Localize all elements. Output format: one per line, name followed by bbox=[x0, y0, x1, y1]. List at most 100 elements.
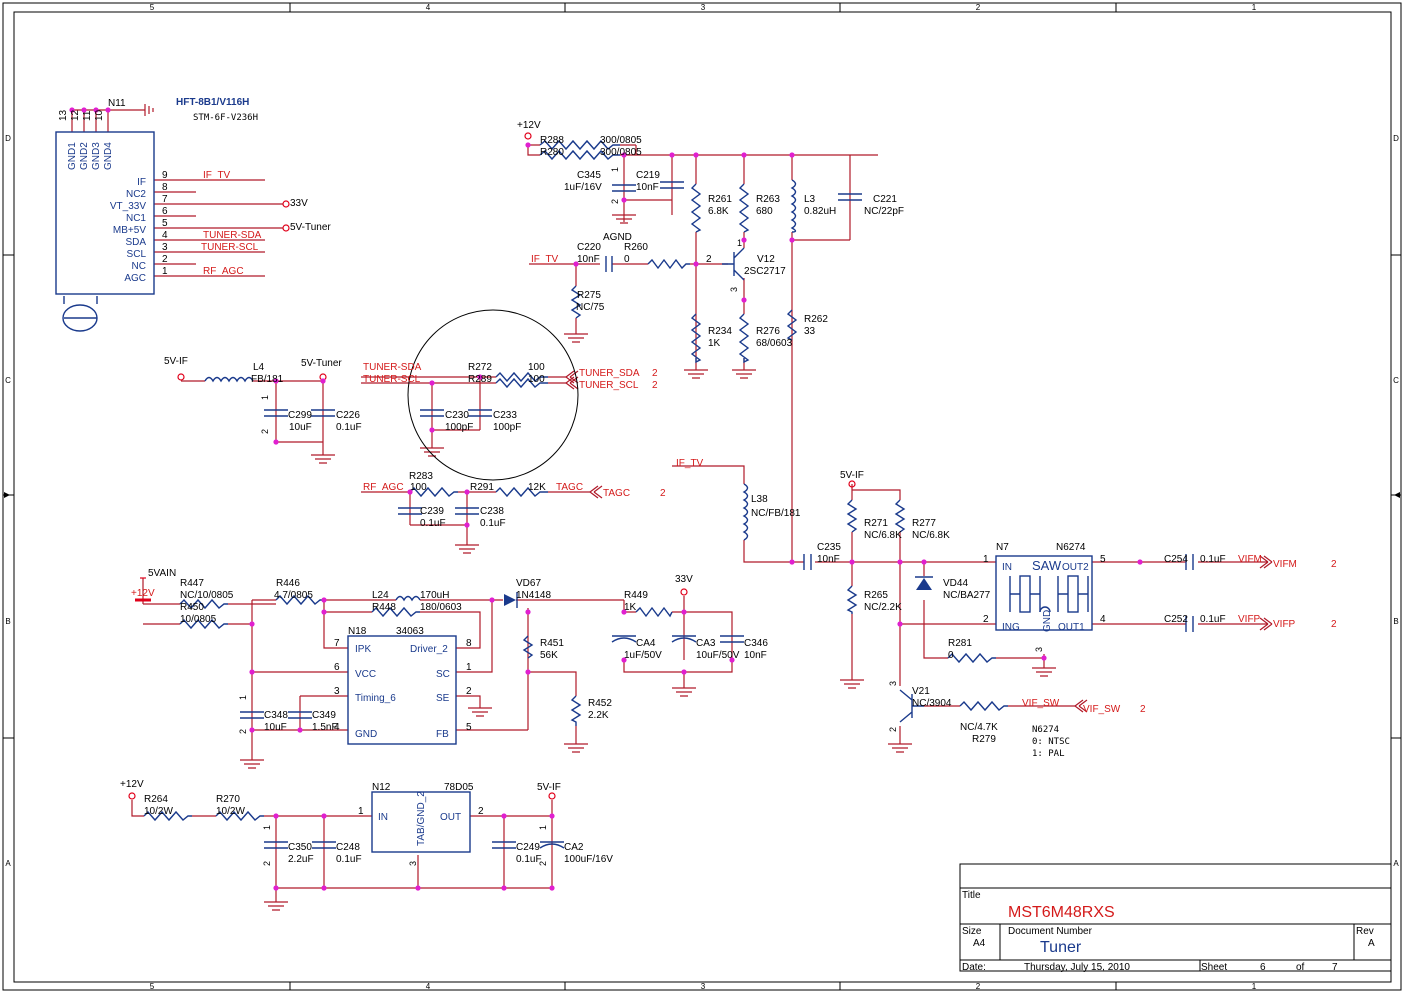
schematic-label: 2 bbox=[1331, 559, 1337, 570]
schematic-label: IN bbox=[1002, 562, 1012, 573]
schematic-label: Driver_2 bbox=[410, 644, 448, 655]
schematic-label: C249 bbox=[516, 842, 540, 853]
frame-row-c-right: C bbox=[1393, 376, 1399, 385]
schematic-label: L38 bbox=[751, 494, 768, 505]
schematic-label: 100pF bbox=[493, 422, 521, 433]
schematic-label: R288 bbox=[540, 135, 564, 146]
schematic-label: 3 bbox=[162, 242, 168, 253]
schematic-label: R450 bbox=[180, 602, 204, 613]
schematic-label: RF_AGC bbox=[203, 266, 244, 277]
schematic-label: GND bbox=[355, 729, 377, 740]
ic-n18-34063 bbox=[347, 635, 457, 745]
schematic-label: R234 bbox=[708, 326, 732, 337]
inductor-l38 bbox=[742, 483, 749, 541]
frame-col-4-bottom: 4 bbox=[426, 982, 431, 991]
schematic-label: GND bbox=[1042, 610, 1053, 632]
schematic-label: NC/2.2K bbox=[864, 602, 902, 613]
schematic-label: VIF_SW bbox=[1022, 698, 1060, 709]
schematic-label: 100 bbox=[528, 362, 545, 373]
schematic-label: 0.82uH bbox=[804, 206, 836, 217]
schematic-label: 2 bbox=[262, 861, 272, 866]
transistor-v21 bbox=[899, 689, 924, 723]
title-label: Title bbox=[962, 890, 981, 901]
sheet-label: Sheet bbox=[1201, 962, 1227, 973]
title-value: MST6M48RXS bbox=[1008, 904, 1115, 921]
schematic-label: R260 bbox=[624, 242, 648, 253]
schematic-label: C346 bbox=[744, 638, 768, 649]
schematic-label: L24 bbox=[372, 590, 389, 601]
schematic-label: IPK bbox=[355, 644, 371, 655]
schematic-label: 2 bbox=[610, 199, 620, 204]
schematic-label: 34063 bbox=[396, 626, 424, 637]
schematic-label: 1 bbox=[162, 266, 168, 277]
schematic-label: 33V bbox=[290, 198, 308, 209]
saw-filter-n7 bbox=[995, 555, 1093, 631]
schematic-label: 5V-IF bbox=[164, 356, 188, 367]
schematic-label: 10nF bbox=[636, 182, 659, 193]
schematic-label: 1K bbox=[708, 338, 721, 349]
schematic-label: 33 bbox=[804, 326, 816, 337]
schematic-label: 6 bbox=[162, 206, 168, 217]
junctions bbox=[69, 107, 1143, 891]
schematic-label: NC/6.8K bbox=[912, 530, 950, 541]
schematic-label: SCL bbox=[127, 249, 147, 260]
schematic-label: AGND bbox=[603, 232, 632, 243]
schematic-label: 11 bbox=[82, 110, 93, 121]
schematic-label: 5 bbox=[162, 218, 168, 229]
schematic-label: 5V-IF bbox=[537, 782, 561, 793]
schematic-label: NC/6.8K bbox=[864, 530, 902, 541]
schematic-label: C350 bbox=[288, 842, 312, 853]
frame-row-c-left: C bbox=[5, 376, 11, 385]
schematic-label: 68/0603 bbox=[756, 338, 793, 349]
schematic-label: N12 bbox=[372, 782, 391, 793]
schematic-label: 100 bbox=[410, 482, 427, 493]
schematic-label: N6274 bbox=[1056, 542, 1086, 553]
schematic-label: N11 bbox=[108, 98, 126, 109]
schematic-label: 10 bbox=[94, 109, 105, 121]
schematic-label: 4.7/0805 bbox=[274, 590, 313, 601]
schematic-label: NC/FB/181 bbox=[751, 508, 801, 519]
schematic-label: 1 bbox=[260, 395, 270, 400]
schematic-label: 10nF bbox=[817, 554, 840, 565]
schematic-label: FB/181 bbox=[251, 374, 284, 385]
schematic-label: R277 bbox=[912, 518, 936, 529]
schematic-label: 5 bbox=[1100, 554, 1106, 565]
schematic-label: 8 bbox=[162, 182, 168, 193]
schematic-label: NC bbox=[132, 261, 146, 272]
schematic-label: VCC bbox=[355, 669, 376, 680]
schematic-label: N6274 bbox=[1032, 725, 1059, 735]
schematic-label: 300/0805 bbox=[600, 147, 642, 158]
schematic-label: R270 bbox=[216, 794, 240, 805]
schematic-label: CA4 bbox=[636, 638, 656, 649]
schematic-label: NC/22pF bbox=[864, 206, 904, 217]
schematic-label: NC/10/0805 bbox=[180, 590, 234, 601]
schematic-label: IF bbox=[137, 177, 146, 188]
schematic-label: 3 bbox=[334, 686, 340, 697]
schematic-label: 1uF/16V bbox=[564, 182, 602, 193]
schematic-label: C235 bbox=[817, 542, 841, 553]
schematic-label: STM-6F-V236H bbox=[193, 113, 258, 123]
schematic-label: L4 bbox=[253, 362, 265, 373]
schematic-label: 2 bbox=[238, 729, 248, 734]
schematic-label: ING bbox=[1002, 622, 1020, 633]
schematic-label: CA2 bbox=[564, 842, 584, 853]
schematic-label: GND1 bbox=[67, 142, 78, 170]
schematic-label: 680 bbox=[756, 206, 773, 217]
schematic-label: C238 bbox=[480, 506, 504, 517]
schematic-label: RF_AGC bbox=[363, 482, 404, 493]
schematic-label: VD44 bbox=[943, 578, 968, 589]
schematic-label: R263 bbox=[756, 194, 780, 205]
schematic-label: 33V bbox=[675, 574, 693, 585]
schematic-label: R261 bbox=[708, 194, 732, 205]
schematic-label: R447 bbox=[180, 578, 204, 589]
schematic-label: R272 bbox=[468, 362, 492, 373]
schematic-label: SE bbox=[436, 693, 450, 704]
schematic-label: 78D05 bbox=[444, 782, 474, 793]
schematic-label: R271 bbox=[864, 518, 888, 529]
schematic-label: 7 bbox=[162, 194, 168, 205]
schematic-label: 2 bbox=[478, 806, 484, 817]
schematic-label: 3 bbox=[729, 287, 739, 292]
schematic-label: OUT2 bbox=[1062, 562, 1089, 573]
schematic-label: 0.1uF bbox=[420, 518, 446, 529]
